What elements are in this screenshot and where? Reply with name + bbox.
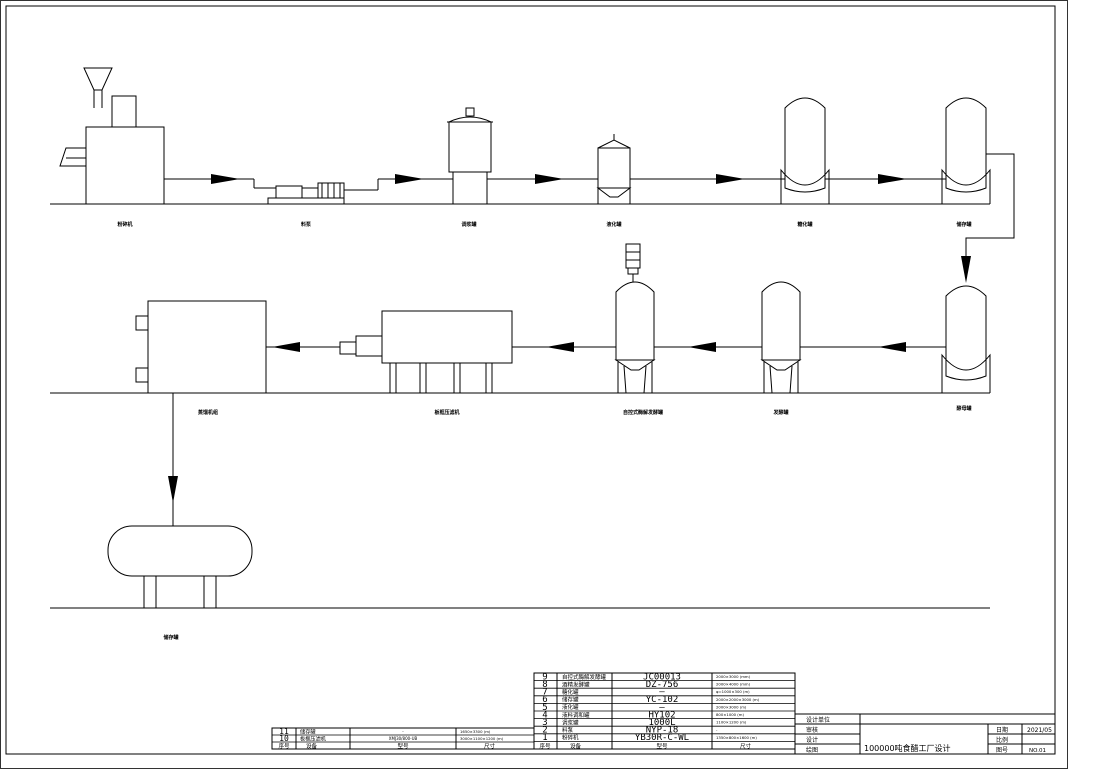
parts-row-model: — bbox=[659, 703, 665, 713]
tb-project-title: 100000吨食醋工厂设计 bbox=[864, 743, 951, 753]
filter-press-equipment bbox=[339, 310, 513, 394]
parts-row-size: 1100×1200 (m) bbox=[716, 720, 747, 725]
label-mixing-tank: 调浆罐 bbox=[461, 221, 476, 228]
parts-left-header-size: 尺寸 bbox=[484, 742, 496, 750]
outer-frame bbox=[0, 0, 1068, 769]
parts-row-no: 2 bbox=[542, 726, 547, 736]
parts-row-size: φ=1000×300 (m) bbox=[716, 689, 750, 694]
title-block: 设计单位 审核 设计 绘图 100000吨食醋工厂设计 日期 2021/05 比… bbox=[794, 713, 1056, 755]
distillation-unit-equipment bbox=[135, 300, 267, 394]
label-filter-press: 板框压滤机 bbox=[434, 409, 459, 416]
parts-left-row-model: - bbox=[402, 729, 404, 734]
parts-left-row-name: 储存罐 bbox=[300, 728, 316, 736]
parts-left-row-name: 板框压滤机 bbox=[300, 735, 327, 743]
label-crusher: 粉碎机 bbox=[117, 221, 132, 228]
parts-row-size: - bbox=[716, 727, 718, 732]
tb-design-unit: 设计单位 bbox=[806, 716, 830, 724]
parts-row-name: 液化罐 bbox=[562, 703, 579, 711]
equipment-labels: 粉碎机 料泵 调浆罐 液化罐 糖化罐 储存罐 酵母罐 发酵罐 自控式酶解发酵罐 … bbox=[117, 221, 971, 641]
storage-tank-1-equipment bbox=[941, 97, 991, 204]
parts-row-model: HY102 bbox=[648, 710, 675, 720]
parts-row-model: 1000L bbox=[648, 718, 675, 728]
label-storage-tank-1: 储存罐 bbox=[956, 221, 971, 228]
parts-header-size: 尺寸 bbox=[740, 742, 752, 750]
parts-row-size: 2000×3000 (mm) bbox=[716, 674, 751, 679]
parts-row-model: JC00013 bbox=[643, 672, 681, 682]
pump-equipment bbox=[254, 182, 345, 205]
final-storage-tank-equipment bbox=[107, 525, 253, 609]
label-liquefaction-tank: 液化罐 bbox=[606, 221, 621, 228]
parts-left-header-no: 序号 bbox=[278, 742, 290, 750]
label-yeast-tank: 酵母罐 bbox=[956, 405, 971, 412]
label-saccharification-tank: 糖化罐 bbox=[796, 221, 812, 228]
parts-row-size: 2000×2000×3000 (m) bbox=[716, 697, 760, 702]
row2-flow bbox=[168, 342, 946, 526]
parts-row-size: 800×1000 (m) bbox=[716, 712, 744, 717]
parts-left-header-name: 设备 bbox=[306, 742, 318, 750]
parts-left-row-size: 3000×1100×1200 (m) bbox=[460, 736, 504, 741]
parts-row-no: 1 bbox=[542, 733, 547, 743]
parts-left-row-no: 11 bbox=[279, 727, 289, 736]
tb-drawing: 绘图 bbox=[806, 746, 818, 754]
parts-row-name: 储存罐 bbox=[562, 696, 579, 704]
tb-design: 设计 bbox=[806, 736, 818, 744]
parts-row-no: 6 bbox=[542, 695, 547, 705]
tb-checked: 审核 bbox=[806, 726, 818, 734]
parts-row-name: 自控式酶解发酵罐 bbox=[562, 673, 607, 681]
label-fermentation-tank: 发酵罐 bbox=[772, 409, 788, 416]
parts-row-name: 粉碎机 bbox=[562, 734, 579, 742]
parts-row-name: 液料调和罐 bbox=[562, 711, 590, 719]
parts-row-size: 1350×800×1600 (m) bbox=[716, 735, 757, 740]
parts-row-name: 酒精发酵罐 bbox=[562, 680, 590, 688]
tb-drawing-no: NO.01 bbox=[1029, 748, 1046, 754]
parts-row-no: 8 bbox=[542, 680, 547, 690]
label-final-tank: 储存罐 bbox=[163, 634, 178, 641]
parts-row-name: 料泵 bbox=[562, 726, 574, 734]
parts-row-model: DZ-756 bbox=[646, 680, 679, 690]
parts-row-size: 2000×3000 (m) bbox=[716, 704, 747, 709]
yeast-tank-equipment bbox=[941, 285, 991, 393]
parts-row-no: 7 bbox=[542, 688, 547, 698]
liquefaction-tank-equipment bbox=[596, 134, 632, 204]
parts-header-no: 序号 bbox=[539, 742, 551, 750]
tb-date: 2021/05 bbox=[1027, 727, 1052, 734]
auto-fermenter-equipment bbox=[614, 243, 656, 394]
parts-list-left: 11 储存罐 - 1650×3300 (m) 10 板框压滤机 XMJ30/800-UB 30… bbox=[271, 727, 535, 750]
tb-drawing-no-label: 图号 bbox=[996, 747, 1008, 754]
parts-row-no: 3 bbox=[542, 718, 547, 728]
parts-row-model: YB30R-C-WL bbox=[635, 733, 689, 743]
parts-left-row-model: XMJ30/800-UB bbox=[389, 736, 418, 741]
parts-row-name: 调浆罐 bbox=[562, 718, 579, 726]
inner-frame bbox=[5, 5, 1056, 755]
crusher-equipment bbox=[59, 67, 165, 205]
parts-row-model: NYP-18 bbox=[646, 726, 679, 736]
parts-row-size: 2000×4000 (mm) bbox=[716, 682, 751, 687]
parts-row-no: 9 bbox=[542, 672, 547, 682]
mixing-tank-equipment bbox=[447, 107, 493, 204]
parts-list-right: 9 自控式酶解发酵罐 JC00013 2000×3000 (mm) 8 酒精发酵罐 DZ-7… bbox=[533, 672, 796, 750]
parts-row-no: 5 bbox=[542, 703, 547, 713]
tb-scale-label: 比例 bbox=[996, 736, 1008, 744]
parts-left-header-model: 型号 bbox=[397, 742, 409, 750]
label-distillation: 蒸馏机组 bbox=[198, 409, 218, 416]
parts-header-name: 设备 bbox=[570, 742, 582, 750]
parts-left-row-no: 10 bbox=[279, 734, 289, 743]
parts-left-row-size: 1650×3300 (m) bbox=[460, 729, 491, 734]
parts-header-model: 型号 bbox=[656, 742, 668, 750]
label-auto-fermenter: 自控式酶解发酵罐 bbox=[623, 409, 663, 416]
tb-date-label: 日期 bbox=[996, 726, 1008, 734]
parts-row-model: YC-102 bbox=[646, 695, 679, 705]
fermentation-tank-equipment bbox=[760, 281, 802, 394]
parts-row-no: 4 bbox=[542, 710, 547, 720]
saccharification-tank-equipment bbox=[780, 97, 830, 204]
parts-row-name: 糖化罐 bbox=[562, 688, 579, 696]
label-pump: 料泵 bbox=[301, 221, 312, 228]
parts-row-model: — bbox=[659, 688, 665, 698]
row1-flow bbox=[164, 153, 1015, 283]
